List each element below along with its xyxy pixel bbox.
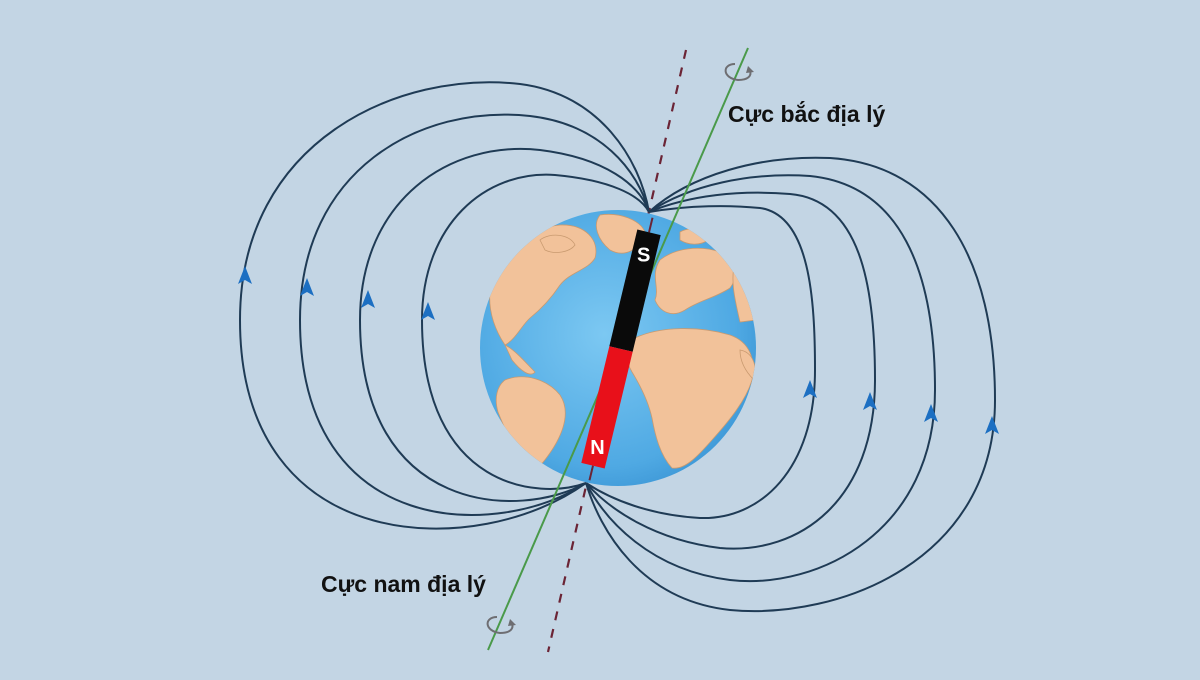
arrow-up-icon: [863, 392, 877, 410]
bar-magnet: S N: [581, 217, 661, 481]
field-lines-left: [238, 81, 650, 530]
field-lines-right: [585, 156, 997, 612]
field-arrows-left: [238, 266, 435, 320]
magnet-s-label: S: [637, 245, 650, 267]
geographic-south-label: Cực nam địa lý: [321, 571, 486, 597]
arrow-up-icon: [924, 404, 938, 422]
magnet-n-label: N: [590, 437, 604, 459]
arrow-up-icon: [803, 380, 817, 398]
magnet-north-half: [581, 346, 633, 469]
arrow-up-icon: [985, 416, 999, 434]
magnet-south-half: [609, 229, 661, 352]
geographic-north-label: Cực bắc địa lý: [728, 101, 886, 127]
arrow-up-icon: [421, 302, 435, 320]
rotation-arrow-north: [724, 63, 754, 82]
arrow-up-icon: [300, 278, 314, 296]
arrow-up-icon: [238, 266, 252, 284]
field-arrows-right: [803, 380, 999, 434]
arrow-up-icon: [361, 290, 375, 308]
rotation-arrow-south: [486, 616, 516, 635]
